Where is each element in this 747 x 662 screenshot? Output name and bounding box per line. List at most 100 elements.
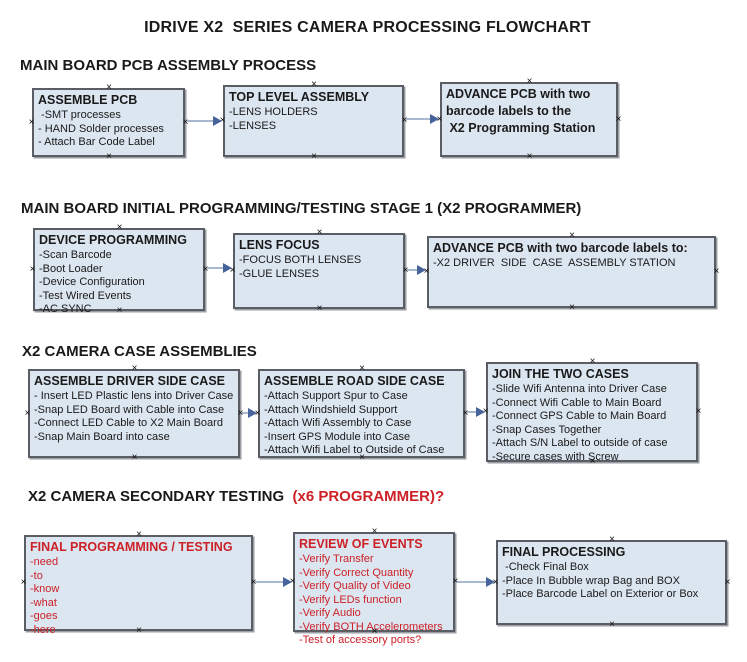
connection-handle-icon: × (219, 115, 226, 126)
flow-box-lens-focus: LENS FOCUS -FOCUS BOTH LENSES-GLUE LENSE… (230, 228, 409, 314)
box-items: -FOCUS BOTH LENSES-GLUE LENSES (239, 254, 400, 281)
connection-handle-icon: × (20, 577, 27, 588)
connection-handle-icon: × (24, 407, 31, 419)
page-title: IDRIVE X2 SERIES CAMERA PROCESSING FLOWC… (144, 19, 591, 36)
connection-handle-icon: × (569, 302, 575, 313)
connection-handle-icon: × (492, 576, 499, 588)
box-items: -X2 DRIVER SIDE CASE ASSEMBLY STATION (433, 257, 711, 271)
arrow-head-icon (417, 264, 426, 275)
box-item: -Scan Barcode (39, 249, 112, 261)
box-items: -need-to-know-what-goes-here (30, 556, 248, 637)
box-title: ASSEMBLE ROAD SIDE CASE (264, 373, 460, 390)
box-title-line: ASSEMBLE PCB (38, 93, 138, 107)
connection-handle-icon: × (436, 113, 443, 125)
connection-handle-icon: × (229, 265, 236, 276)
connection-handle-icon: × (311, 151, 317, 162)
connection-handle-icon: × (462, 407, 469, 419)
connection-handle-icon: × (131, 363, 138, 374)
connection-handle-icon: × (316, 227, 323, 238)
connection-handle-icon: × (202, 263, 209, 275)
box-item: - Attach Bar Code Label (38, 136, 155, 148)
connection-handle-icon: × (695, 406, 702, 417)
box-title-line: TOP LEVEL ASSEMBLY (229, 90, 370, 104)
box-title-line: ADVANCE PCB with two (446, 87, 591, 101)
box-item: -Boot Loader (39, 262, 103, 275)
box-title: ASSEMBLE PCB (38, 92, 180, 109)
connection-handle-icon: × (359, 363, 365, 374)
section-heading: X2 CAMERA CASE ASSEMBLIES (22, 343, 257, 360)
box-items: -SMT processes- HAND Solder processes- A… (38, 109, 180, 150)
box-title-line: DEVICE PROGRAMMING (39, 233, 187, 247)
flow-box-assemble-pcb: ASSEMBLE PCB -SMT processes- HAND Solder… (29, 83, 189, 162)
box-item: -AC SYNC (39, 303, 92, 315)
box-items: - Insert LED Plastic lens into Driver Ca… (34, 390, 235, 444)
connection-handle-icon: × (106, 151, 112, 162)
box-title: JOIN THE TWO CASES (492, 366, 693, 383)
connection-handle-icon: × (589, 356, 596, 367)
arrow-head-icon (476, 406, 485, 417)
box-item: -Slide Wifi Antenna into Driver Case (492, 383, 667, 395)
connection-handle-icon: × (250, 577, 257, 588)
section-heading-black-part: X2 CAMERA SECONDARY TESTING (28, 488, 293, 505)
box-title: ASSEMBLE DRIVER SIDE CASE (34, 373, 235, 390)
arrow-head-icon (248, 407, 257, 418)
box-item: -need (30, 556, 59, 568)
box-title: DEVICE PROGRAMMING (39, 232, 200, 249)
flow-box-assemble-road-side-case: ASSEMBLE ROAD SIDE CASE -Attach Support … (255, 364, 469, 463)
box-items: -Slide Wifi Antenna into Driver Case-Con… (492, 383, 693, 464)
box-item: -Attach Wifi Label to Outside of Case (264, 444, 445, 456)
box-title-line: REVIEW OF EVENTS (299, 537, 423, 551)
connection-handle-icon: × (371, 626, 378, 637)
box-title: ADVANCE PCB with two barcode labels to: (433, 240, 711, 257)
connection-handle-icon: × (609, 619, 615, 630)
box-item: -LENS HOLDERS (229, 106, 318, 118)
flow-box-review-of-events: REVIEW OF EVENTS -Verify Transfer-Verify… (290, 527, 459, 647)
box-item: -Connect LED Cable to X2 Main Board (34, 417, 223, 429)
connection-handle-icon: × (609, 534, 615, 545)
box-items: -Check Final Box-Place In Bubble wrap Ba… (502, 561, 722, 602)
section-heading: MAIN BOARD INITIAL PROGRAMMING/TESTING S… (21, 200, 582, 217)
box-item: -Verify Transfer (299, 553, 374, 565)
box-title-line: JOIN THE TWO CASES (492, 367, 629, 381)
box-title-line: ASSEMBLE DRIVER SIDE CASE (34, 374, 226, 388)
box-item: -Attach Wifi Assembly to Case (264, 417, 412, 429)
box-items: -Verify Transfer-Verify Correct Quantity… (299, 553, 450, 648)
connection-handle-icon: × (289, 576, 296, 587)
connection-handle-icon: × (526, 151, 533, 162)
box-item: -SMT processes (38, 109, 121, 121)
box-item: -Attach Windshield Support (264, 403, 398, 416)
arrow-head-icon (430, 113, 439, 124)
connection-handle-icon: × (316, 303, 323, 314)
arrow-head-icon (213, 115, 222, 126)
box-item: -Test of accessory ports? (299, 634, 422, 646)
box-title-line: ASSEMBLE ROAD SIDE CASE (264, 374, 445, 388)
box-item: -Connect GPS Cable to Main Board (492, 410, 667, 422)
box-item: -Connect Wifi Cable to Main Board (492, 396, 662, 409)
connection-handle-icon: × (136, 625, 142, 636)
connection-handle-icon: × (526, 76, 533, 87)
flow-box-final-programming-testing: FINAL PROGRAMMING / TESTING -need-to-kno… (21, 530, 257, 636)
box-item: -FOCUS BOTH LENSES (239, 254, 362, 266)
box-title-line: FINAL PROCESSING (502, 545, 626, 559)
connection-handle-icon: × (116, 222, 123, 233)
box-title-line: X2 Programming Station (446, 121, 596, 135)
connection-handle-icon: × (371, 526, 378, 537)
arrow-shaft (255, 581, 284, 583)
flow-box-assemble-driver-side-case: ASSEMBLE DRIVER SIDE CASE - Insert LED P… (25, 364, 244, 463)
box-item: -Place In Bubble wrap Bag and BOX (502, 574, 680, 587)
connection-handle-icon: × (402, 265, 409, 276)
box-title: FINAL PROGRAMMING / TESTING (30, 539, 248, 556)
connection-handle-icon: × (254, 407, 261, 419)
flow-box-join-the-two-cases: JOIN THE TWO CASES -Slide Wifi Antenna i… (483, 357, 702, 467)
connection-handle-icon: × (182, 116, 189, 128)
connection-handle-icon: × (106, 82, 112, 93)
arrow-shaft (467, 411, 477, 413)
connection-handle-icon: × (423, 266, 430, 277)
box-items: -Scan Barcode-Boot Loader-Device Configu… (39, 249, 200, 317)
connection-handle-icon: × (615, 113, 622, 125)
box-item: -Attach S/N Label to outside of case (492, 437, 668, 449)
box-item: -Test Wired Events (39, 289, 132, 302)
box-item: -Snap Main Board into case (34, 430, 170, 443)
flow-box-top-level-assembly: TOP LEVEL ASSEMBLY -LENS HOLDERS-LENSES … (220, 80, 408, 162)
